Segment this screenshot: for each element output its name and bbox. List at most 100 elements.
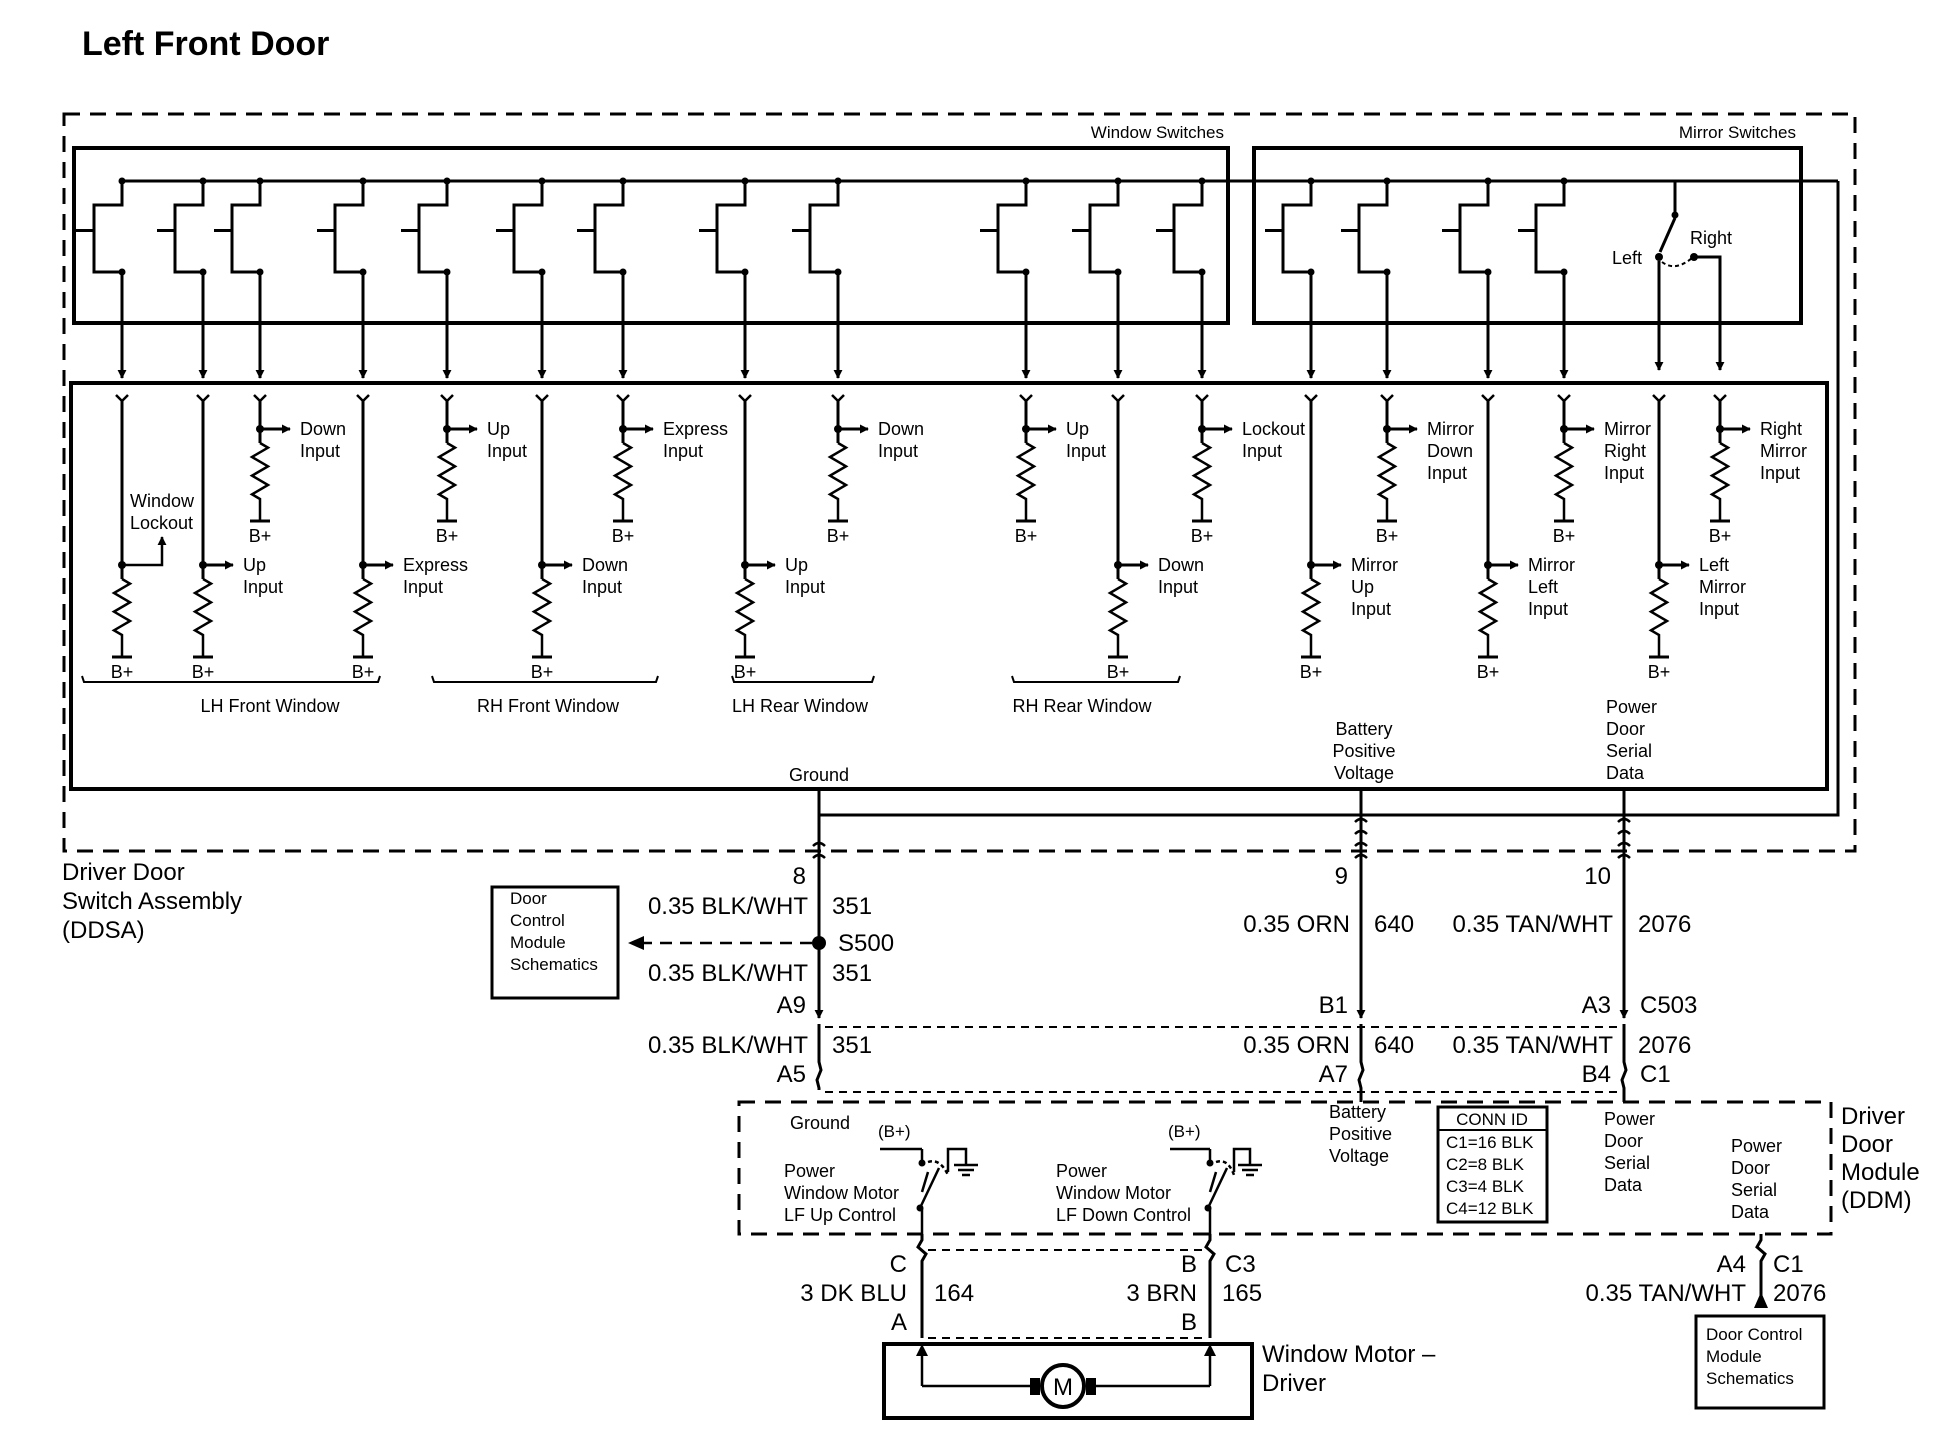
input-label: Up <box>1351 577 1374 597</box>
momentary-switch <box>1518 177 1569 379</box>
b-plus-label: B+ <box>1300 662 1323 682</box>
svg-text:Power: Power <box>784 1161 835 1181</box>
serial-out-circuit: 2076 <box>1773 1280 1826 1307</box>
switch-group <box>76 177 1569 379</box>
mirror-switches-label: Mirror Switches <box>1679 123 1796 142</box>
wire-label-351-c: 0.35 BLK/WHT <box>648 1032 808 1059</box>
input-label: Input <box>1158 577 1198 597</box>
svg-text:LF Down Control: LF Down Control <box>1056 1205 1191 1225</box>
pin-8: 8 <box>793 863 806 890</box>
input-label: Up <box>1066 419 1089 439</box>
serial-out-pin: A4 <box>1717 1251 1746 1278</box>
mirror-selector-switch: Left Right <box>1612 181 1732 371</box>
svg-text:Serial: Serial <box>1604 1153 1650 1173</box>
input-label: Input <box>582 577 622 597</box>
motor-symbol-circle <box>1040 1363 1086 1409</box>
b-plus-label: B+ <box>1107 662 1130 682</box>
svg-text:Door: Door <box>1841 1131 1893 1158</box>
input-label: Window <box>130 491 195 511</box>
input-label: Up <box>487 419 510 439</box>
input-label: Input <box>1760 463 1800 483</box>
momentary-switch <box>1156 177 1207 379</box>
group-braces <box>81 675 1181 683</box>
svg-text:Driver Door: Driver Door <box>62 859 185 886</box>
svg-text:Voltage: Voltage <box>1334 763 1394 783</box>
b-plus-label: B+ <box>1648 662 1671 682</box>
svg-text:Power: Power <box>1604 1109 1655 1129</box>
momentary-switch <box>1265 177 1316 379</box>
input-label: Input <box>243 577 283 597</box>
logic-module-box <box>69 381 1829 791</box>
input-label: Up <box>785 555 808 575</box>
pin-10: 10 <box>1584 863 1611 890</box>
b-plus-label: B+ <box>352 662 375 682</box>
ref-box-door-control-1[interactable] <box>490 885 620 1000</box>
svg-text:C2=8 BLK: C2=8 BLK <box>1446 1155 1525 1174</box>
motor-pin-b-bottom: B <box>1181 1309 1197 1336</box>
motor-circuit-165: 165 <box>1222 1280 1262 1307</box>
ddsa-ground-label: Ground <box>789 765 849 785</box>
conn-id-box <box>1436 1105 1549 1224</box>
c503-id: C503 <box>1640 992 1697 1019</box>
b-plus-label: B+ <box>249 526 272 546</box>
momentary-switch <box>214 177 265 379</box>
input-label: Input <box>1242 441 1282 461</box>
motor-circuit-164: 164 <box>934 1280 974 1307</box>
svg-text:Positive: Positive <box>1332 741 1395 761</box>
ground-return-wire <box>819 181 1840 817</box>
input-label: Down <box>582 555 628 575</box>
input-label: Mirror <box>1604 419 1651 439</box>
svg-text:Door: Door <box>1731 1158 1770 1178</box>
b-plus-label: B+ <box>111 662 134 682</box>
conn-id-rows: C1=16 BLK C2=8 BLK C3=4 BLK C4=12 BLK <box>1446 1133 1534 1218</box>
group-label-rh-front: RH Front Window <box>477 696 620 716</box>
input-label: Mirror <box>1528 555 1575 575</box>
motor-symbol: M <box>1053 1374 1073 1401</box>
ddsa-battery-label: Battery Positive Voltage <box>1332 719 1395 783</box>
svg-text:Door Control: Door Control <box>1706 1325 1802 1344</box>
b-plus-label: B+ <box>1015 526 1038 546</box>
ddm-label: Driver Door Module (DDM) <box>1841 1103 1920 1214</box>
input-label: Mirror <box>1760 441 1807 461</box>
b-plus-label: B+ <box>827 526 850 546</box>
ref-box-door-control-2[interactable] <box>1694 1314 1826 1410</box>
splice-s500-label: S500 <box>838 930 894 957</box>
svg-text:Schematics: Schematics <box>1706 1369 1794 1388</box>
wire-label-351-a: 0.35 BLK/WHT <box>648 893 808 920</box>
wire-label-2076-a: 0.35 TAN/WHT <box>1453 911 1614 938</box>
input-label: Input <box>487 441 527 461</box>
input-label: Right <box>1604 441 1646 461</box>
down-control-switch <box>1170 1147 1262 1234</box>
svg-text:C3=4 BLK: C3=4 BLK <box>1446 1177 1525 1196</box>
ddm-serial-label-1: Power Door Serial Data <box>1604 1109 1655 1195</box>
input-label: Express <box>403 555 468 575</box>
svg-text:Door: Door <box>1606 719 1645 739</box>
b-plus-label: B+ <box>734 662 757 682</box>
b-plus-label: B+ <box>436 526 459 546</box>
motor-pin-a: A <box>891 1309 907 1336</box>
selector-left-label: Left <box>1612 248 1642 268</box>
main-wires <box>814 789 1629 1102</box>
connector-c3: C3 <box>1225 1251 1256 1278</box>
circuit-351-b: 351 <box>832 960 872 987</box>
svg-text:Window Motor –: Window Motor – <box>1262 1341 1436 1368</box>
circuit-640-a: 640 <box>1374 911 1414 938</box>
serial-out-wire-label: 0.35 TAN/WHT <box>1586 1280 1747 1307</box>
circuit-2076-a: 2076 <box>1638 911 1691 938</box>
down-bplus: (B+) <box>1168 1122 1201 1141</box>
svg-text:Module: Module <box>1706 1347 1762 1366</box>
momentary-switch <box>1341 177 1392 379</box>
motor-brush-right <box>1086 1378 1096 1395</box>
motor-wire-165: 3 BRN <box>1126 1280 1197 1307</box>
